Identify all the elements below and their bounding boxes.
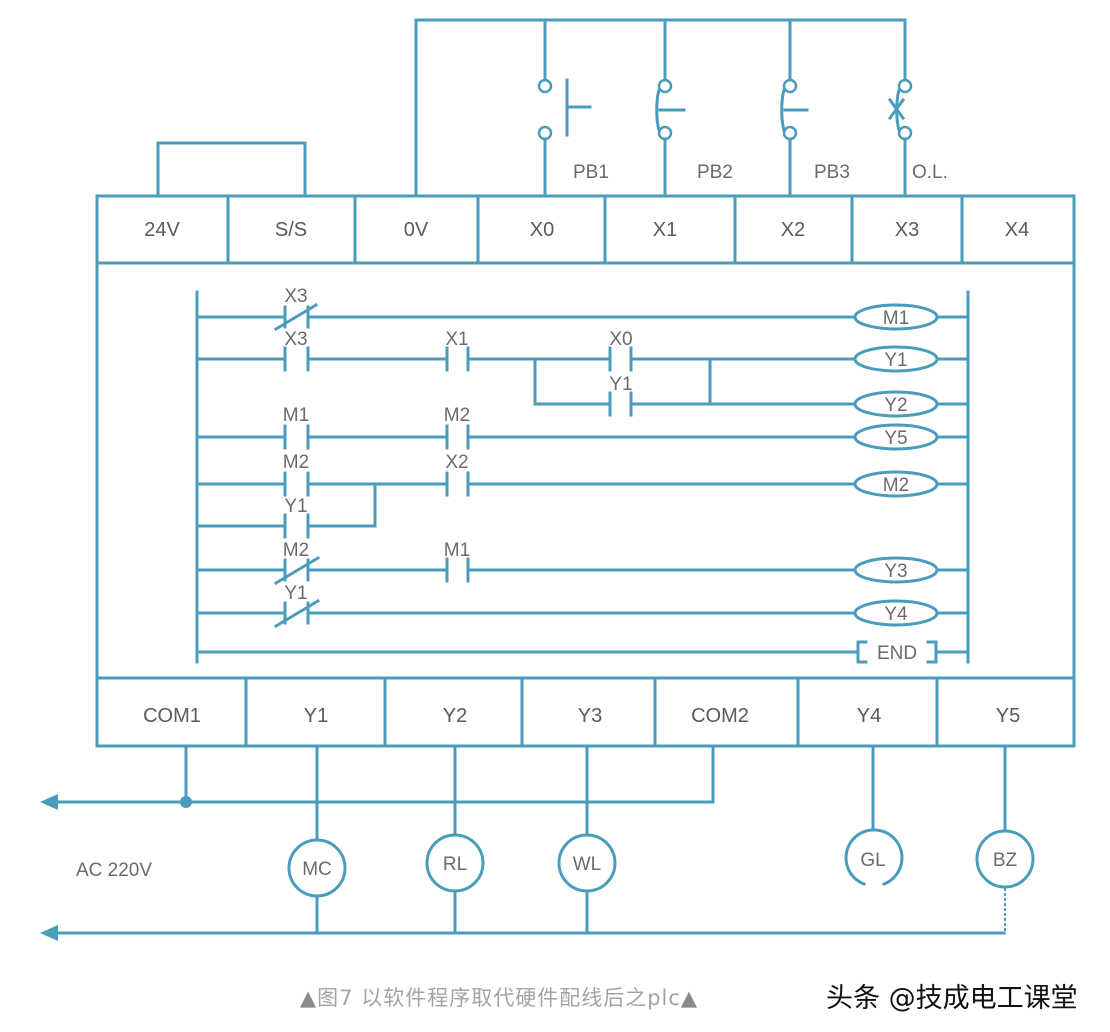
contact-nc-icon xyxy=(273,555,321,586)
contact-no-icon xyxy=(445,471,470,497)
ol-label: O.L. xyxy=(912,162,948,183)
coil-label-y5: Y5 xyxy=(884,428,907,449)
terminal-x3: X3 xyxy=(895,219,919,241)
contact-no-icon xyxy=(283,424,310,450)
terminal-ss: S/S xyxy=(275,219,307,241)
load-label-wl: WL xyxy=(573,854,602,875)
terminal-y3: Y3 xyxy=(578,705,602,727)
coil-icon xyxy=(853,599,939,627)
coil-label-y1: Y1 xyxy=(884,350,907,371)
contact-no-icon xyxy=(283,346,310,372)
arrow-left-icon xyxy=(40,925,58,941)
figure-caption: ▲图7 以软件程序取代硬件配线后之plc▲ xyxy=(300,982,698,1012)
terminal-y4: Y4 xyxy=(857,705,881,727)
terminal-y2: Y2 xyxy=(443,705,467,727)
coil-label-y4: Y4 xyxy=(884,604,908,625)
contact-no-icon xyxy=(445,424,470,450)
contact-nc-icon xyxy=(273,302,319,332)
terminal-x4: X4 xyxy=(1005,219,1029,241)
end-instruction-label: END xyxy=(877,643,917,664)
pb3-switch-icon xyxy=(780,78,809,197)
contact-label: M1 xyxy=(283,405,309,426)
caption-text: 图7 以软件程序取代硬件配线后之plc xyxy=(317,986,681,1010)
contact-no-icon xyxy=(608,391,633,417)
load-label-mc: MC xyxy=(302,859,332,880)
output-wiring xyxy=(40,744,1007,941)
terminal-y1: Y1 xyxy=(304,705,328,727)
junction-dot-icon xyxy=(180,796,192,808)
contact-label: X0 xyxy=(609,329,632,350)
contact-no-icon xyxy=(445,346,470,372)
coil-label-m2: M2 xyxy=(883,475,909,496)
terminal-com2: COM2 xyxy=(691,705,749,727)
arrow-left-icon xyxy=(40,794,58,810)
terminal-0v: 0V xyxy=(404,219,429,241)
loads xyxy=(287,828,1035,898)
terminal-x2: X2 xyxy=(781,219,805,241)
coil-label-y3: Y3 xyxy=(884,561,907,582)
contact-no-icon xyxy=(283,513,310,539)
load-label-gl: GL xyxy=(860,850,885,871)
buzzer-icon xyxy=(975,829,1035,889)
contact-no-icon xyxy=(283,471,310,497)
contact-label: X1 xyxy=(445,329,468,350)
overload-contact-icon xyxy=(887,78,913,197)
motor-contactor-icon xyxy=(287,838,347,898)
terminal-com1: COM1 xyxy=(143,705,201,727)
red-lamp-icon xyxy=(425,833,485,893)
coil-icon xyxy=(853,470,939,498)
contact-label: X2 xyxy=(445,452,468,473)
coil-icon xyxy=(853,345,939,373)
pb1-label: PB1 xyxy=(573,162,609,183)
contact-label: X3 xyxy=(284,329,307,350)
green-lamp-icon xyxy=(844,828,904,886)
coil-icon xyxy=(853,303,939,331)
terminal-24v: 24V xyxy=(144,219,180,241)
end-bracket-right-icon xyxy=(926,640,938,664)
load-label-bz: BZ xyxy=(993,850,1018,871)
load-label-rl: RL xyxy=(443,854,467,875)
ladder-rungs xyxy=(195,315,970,654)
terminal-y5: Y5 xyxy=(996,705,1020,727)
output-terminal-block xyxy=(244,676,939,748)
contact-label: M2 xyxy=(444,405,470,426)
terminal-x0: X0 xyxy=(530,219,554,241)
terminal-x1: X1 xyxy=(653,219,677,241)
contact-label: Y1 xyxy=(284,583,307,604)
watermark: 头条 @技成电工课堂 xyxy=(826,983,1078,1014)
pb2-label: PB2 xyxy=(697,162,733,183)
triangle-icon: ▲ xyxy=(300,986,318,1010)
end-bracket-left-icon xyxy=(856,640,868,664)
pb2-switch-icon xyxy=(655,78,686,197)
contact-label: M2 xyxy=(283,452,309,473)
contact-label: M1 xyxy=(444,540,470,561)
coil-icon xyxy=(853,556,939,584)
power-supply-label: AC 220V xyxy=(76,860,152,881)
input-terminal-block xyxy=(226,194,964,265)
pb3-label: PB3 xyxy=(814,162,850,183)
coil-label-m1: M1 xyxy=(883,308,909,329)
ladder-coils xyxy=(853,303,939,664)
coil-icon xyxy=(853,390,939,418)
coil-icon xyxy=(853,423,939,451)
input-wiring xyxy=(156,18,907,197)
white-lamp-icon xyxy=(557,833,617,893)
triangle-icon: ▲ xyxy=(680,986,699,1010)
contact-label: X3 xyxy=(284,286,307,307)
pb1-switch-icon xyxy=(537,78,592,197)
contact-nc-icon xyxy=(273,598,321,629)
contact-no-icon xyxy=(608,346,633,372)
contact-no-icon xyxy=(445,557,470,583)
coil-label-y2: Y2 xyxy=(884,395,907,416)
contact-label: M2 xyxy=(283,540,309,561)
contact-label: Y1 xyxy=(609,374,632,395)
ladder-contacts xyxy=(273,302,633,629)
contact-label: Y1 xyxy=(284,496,307,517)
